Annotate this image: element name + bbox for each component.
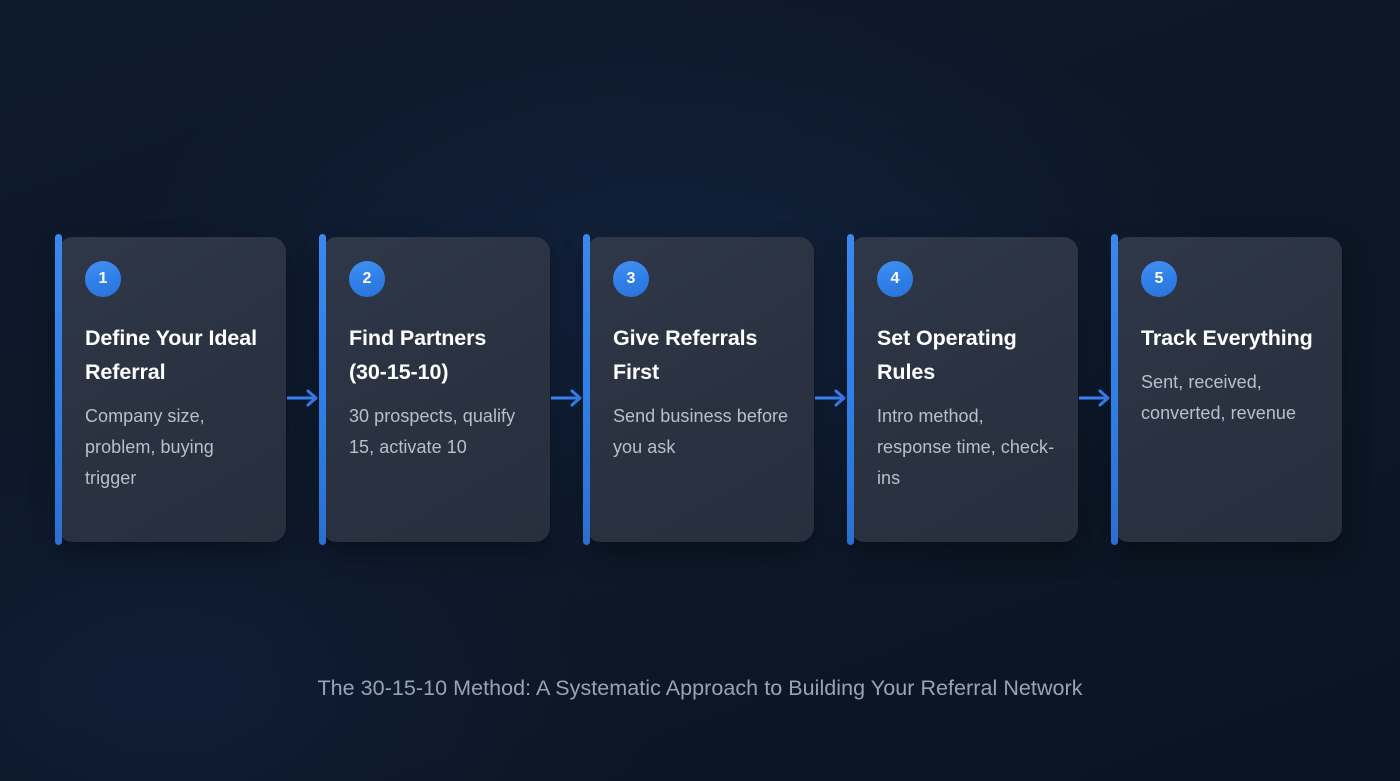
accent-rail-icon	[847, 234, 854, 545]
step-number-badge-2: 2	[349, 261, 385, 297]
step-number-badge-5: 5	[1141, 261, 1177, 297]
step-card-3[interactable]: 3 Give Referrals First Send business bef…	[583, 234, 814, 545]
accent-rail-icon	[1111, 234, 1118, 545]
arrow-right-icon	[286, 385, 322, 411]
step-title-3: Give Referrals First	[613, 326, 758, 384]
step-card-1[interactable]: 1 Define Your Ideal Referral Company siz…	[55, 234, 286, 545]
step-title-5: Track Everything	[1141, 326, 1313, 350]
arrow-right-icon	[1078, 385, 1114, 411]
step-number-badge-3: 3	[613, 261, 649, 297]
step-number-badge-4: 4	[877, 261, 913, 297]
step-card-5[interactable]: 5 Track Everything Sent, received, conve…	[1111, 234, 1342, 545]
arrow-right-icon	[550, 385, 586, 411]
process-flow: 1 Define Your Ideal Referral Company siz…	[55, 234, 1342, 545]
accent-rail-icon	[319, 234, 326, 545]
step-description-3: Send business before you ask	[613, 406, 789, 457]
step-description-5: Sent, received, converted, revenue	[1141, 372, 1296, 423]
step-card-4[interactable]: 4 Set Operating Rules Intro method, resp…	[847, 234, 1078, 545]
step-description-4: Intro method, response time, check-ins	[877, 406, 1055, 488]
step-number-badge-1: 1	[85, 261, 121, 297]
step-title-1: Define Your Ideal Referral	[85, 326, 257, 384]
accent-rail-icon	[583, 234, 590, 545]
step-card-2[interactable]: 2 Find Partners (30-15-10) 30 prospects,…	[319, 234, 550, 545]
step-description-2: 30 prospects, qualify 15, activate 10	[349, 406, 516, 457]
step-description-1: Company size, problem, buying trigger	[85, 406, 214, 488]
step-title-4: Set Operating Rules	[877, 326, 1017, 384]
arrow-right-icon	[814, 385, 850, 411]
diagram-caption: The 30-15-10 Method: A Systematic Approa…	[317, 676, 1083, 700]
step-title-2: Find Partners (30-15-10)	[349, 326, 487, 384]
accent-rail-icon	[55, 234, 62, 545]
